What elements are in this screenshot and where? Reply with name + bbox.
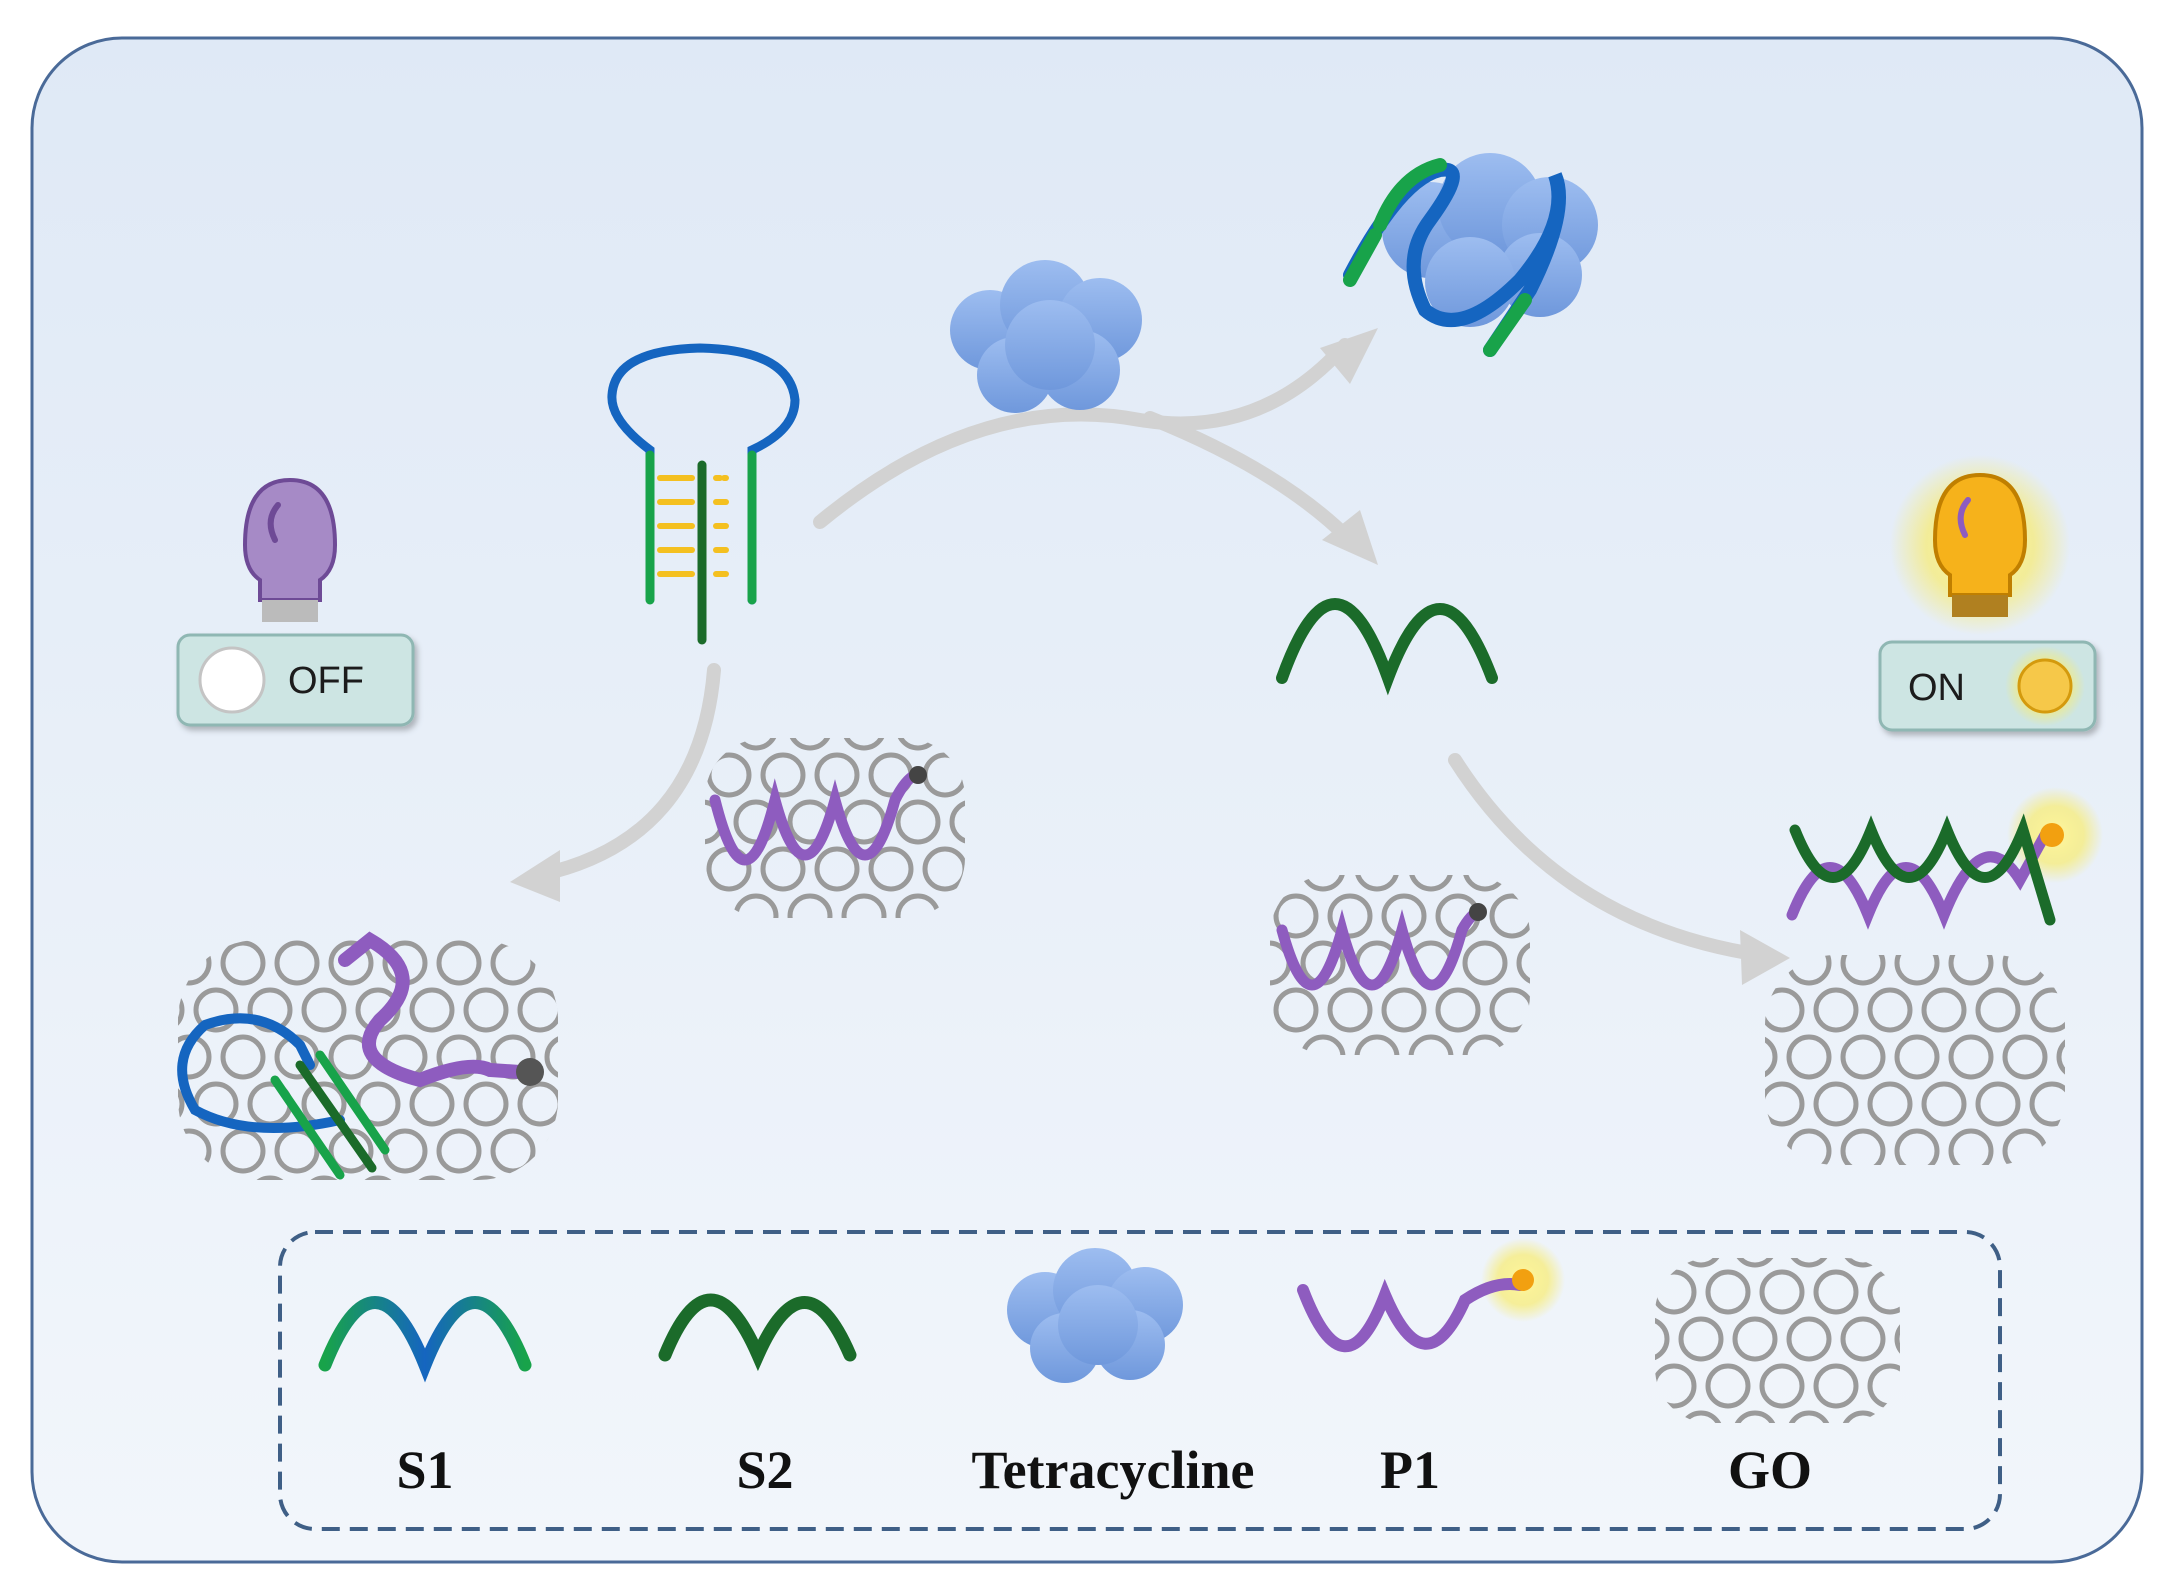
diagram-frame <box>30 36 2144 1564</box>
legend-tetracycline-label: Tetracycline <box>972 1440 1255 1500</box>
arrow-to-complex <box>813 338 1352 529</box>
released-s2-strand <box>1276 598 1498 696</box>
arrow-to-go-adsorbed <box>533 663 721 882</box>
tetracycline-cloud <box>950 260 1142 413</box>
off-switch-label: OFF <box>288 660 364 702</box>
arrowhead-duplex <box>1740 930 1790 985</box>
tetracycline-aptamer-complex <box>1343 153 1598 357</box>
legend-s1-strand <box>318 1296 532 1383</box>
on-switch[interactable]: ON <box>1878 640 2097 732</box>
legend-go-sheet <box>1655 1258 1900 1423</box>
legend-s1-label: S1 <box>396 1440 453 1500</box>
off-switch[interactable]: OFF <box>176 633 415 727</box>
arrow-to-s2 <box>1143 411 1357 547</box>
on-switch-label: ON <box>1908 667 1965 709</box>
arrow-to-duplex <box>1448 753 1767 962</box>
go-adsorbed-complex <box>177 931 558 1180</box>
legend-go-label: GO <box>1728 1440 1812 1500</box>
arrowhead-go-adsorbed <box>510 850 560 902</box>
arrowhead-complex <box>1320 328 1378 384</box>
legend-box: S1 S2 Tetracycline P1 GO <box>278 1230 2002 1531</box>
bulb-on-indicator <box>1890 455 2070 635</box>
reaction-arrows <box>510 328 1790 985</box>
legend-s2-strand <box>658 1293 857 1372</box>
p1-s2-duplex <box>1786 787 2103 930</box>
go-p1-right <box>1270 875 1530 1055</box>
go-p1-center <box>705 738 965 918</box>
legend-p1-strand <box>1297 1238 1565 1353</box>
legend-s2-label: S2 <box>736 1440 793 1500</box>
s1-s2-hairpin <box>607 343 800 645</box>
legend-tetracycline-cloud <box>1007 1248 1183 1383</box>
bulb-off-indicator <box>242 477 338 622</box>
arrowhead-s2 <box>1322 510 1378 565</box>
graphene-oxide-free <box>1765 955 2065 1165</box>
legend-p1-label: P1 <box>1380 1440 1440 1500</box>
